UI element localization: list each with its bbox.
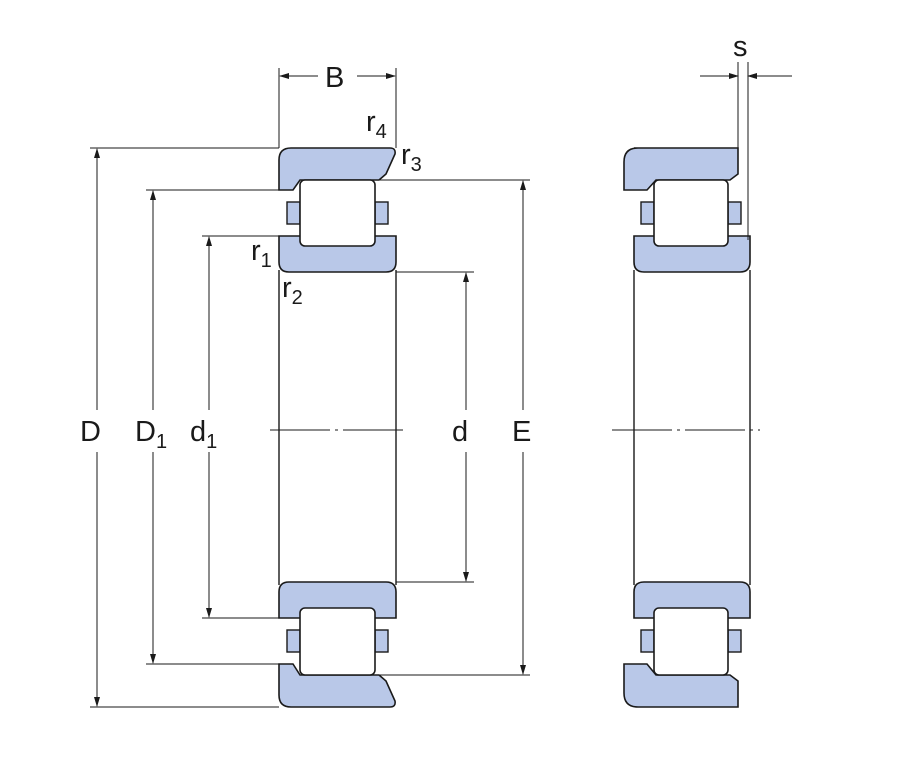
dimension-lines bbox=[90, 68, 530, 708]
roller-top bbox=[299, 179, 376, 247]
label-d-outer: D bbox=[80, 416, 101, 448]
right-bearing-view bbox=[612, 62, 792, 708]
cage-right-top bbox=[374, 201, 389, 225]
right-roller-bottom bbox=[653, 607, 729, 676]
label-b: B bbox=[325, 62, 344, 94]
roller-bottom bbox=[299, 607, 376, 676]
right-cage-right-bottom bbox=[727, 629, 742, 653]
right-cage-right-top bbox=[727, 201, 742, 225]
left-bearing-view bbox=[270, 147, 405, 708]
label-r1: r1 bbox=[251, 235, 272, 272]
outer-ring-bottom bbox=[278, 663, 396, 708]
label-r4: r4 bbox=[366, 106, 387, 143]
label-d1-outer: D1 bbox=[135, 416, 167, 453]
dimension-labels: B s r4 r3 r1 r2 D D1 d1 d E bbox=[80, 31, 748, 453]
right-roller-top bbox=[653, 179, 729, 247]
cage-left-bottom bbox=[286, 629, 301, 653]
right-cage-left-bottom bbox=[640, 629, 655, 653]
label-r2: r2 bbox=[282, 272, 303, 309]
label-d1-inner: d1 bbox=[190, 416, 217, 453]
label-d-bore: d bbox=[452, 416, 468, 448]
cage-right-bottom bbox=[374, 629, 389, 653]
label-e: E bbox=[512, 416, 531, 448]
right-cage-left-top bbox=[640, 201, 655, 225]
cage-left-top bbox=[286, 201, 301, 225]
label-s: s bbox=[733, 31, 748, 63]
label-r3: r3 bbox=[401, 139, 422, 176]
